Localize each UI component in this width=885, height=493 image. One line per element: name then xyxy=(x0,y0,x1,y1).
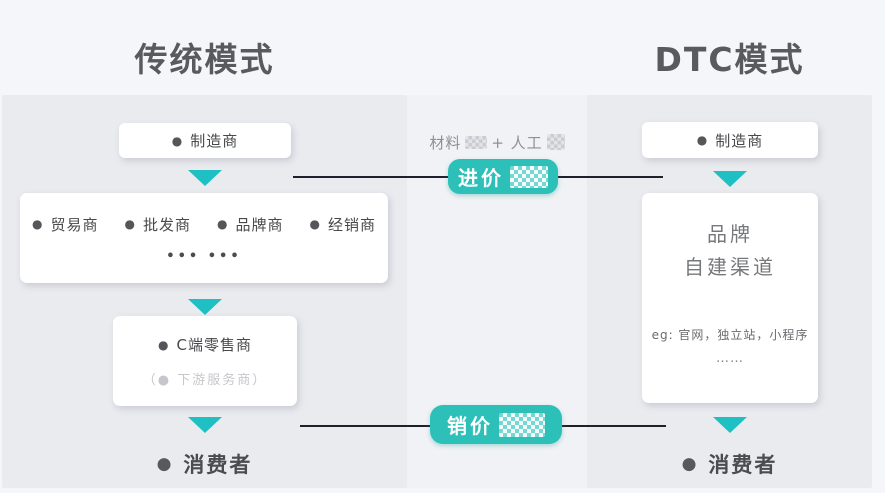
down-arrow-icon xyxy=(188,299,222,315)
middleman-label: 批发商 xyxy=(142,215,191,234)
middleman-item: ● 贸易商 xyxy=(32,214,99,235)
bullet-icon: ● xyxy=(158,337,169,352)
down-arrow-icon xyxy=(713,171,747,187)
bullet-icon: ● xyxy=(124,217,135,231)
traditional-manufacturer-card: ● 制造商 xyxy=(119,123,291,158)
sale-price-badge: 销价 xyxy=(430,405,562,444)
purchase-price-badge: 进价 xyxy=(448,159,558,194)
bullet-icon: ● xyxy=(171,133,183,148)
redacted-value-patch xyxy=(510,165,548,188)
channel-title-line1: 品牌 xyxy=(707,222,753,246)
channel-title-line2: 自建渠道 xyxy=(684,255,776,279)
bullet-icon: ● xyxy=(696,133,708,147)
traditional-middlemen-card: ● 贸易商 ● 批发商 ● 品牌商 ● 经销商 ••• ••• xyxy=(20,193,388,283)
cost-labor-label: + 人工 xyxy=(491,133,543,152)
middleman-item: ● 品牌商 xyxy=(217,214,284,235)
dtc-consumer: ● 消费者 xyxy=(587,448,872,480)
consumer-label: 消费者 xyxy=(708,453,778,477)
channel-title: 品牌 自建渠道 xyxy=(684,218,776,284)
traditional-title: 传统模式 xyxy=(134,40,275,79)
traditional-retailer-card: ● C端零售商 （● 下游服务商） xyxy=(113,316,297,406)
middleman-label: 贸易商 xyxy=(50,215,99,234)
retailer-subnote: （● 下游服务商） xyxy=(142,373,268,388)
retailer-label: C端零售商 xyxy=(176,336,252,354)
redacted-value-patch xyxy=(546,134,565,150)
cost-note: 材料 + 人工 xyxy=(397,131,597,153)
dtc-manufacturer-label: 制造商 xyxy=(715,131,764,150)
bullet-icon: ● xyxy=(309,217,320,231)
ellipsis-dots: ••• ••• xyxy=(166,248,242,264)
bullet-icon: ● xyxy=(217,217,228,231)
middleman-label: 经销商 xyxy=(327,215,376,234)
channel-ellipsis: …… xyxy=(716,351,744,366)
middleman-label: 品牌商 xyxy=(235,215,284,234)
purchase-badge-label: 进价 xyxy=(458,166,504,190)
traditional-manufacturer-label: 制造商 xyxy=(190,132,239,150)
bullet-icon: ● xyxy=(681,453,699,474)
redacted-value-patch xyxy=(499,412,545,437)
traditional-consumer: ● 消费者 xyxy=(2,448,407,480)
bullet-icon: ● xyxy=(32,217,43,231)
channel-examples: eg: 官网，独立站，小程序 xyxy=(651,328,809,342)
middleman-item: ● 批发商 xyxy=(125,214,192,235)
dtc-manufacturer-card: ● 制造商 xyxy=(642,122,818,158)
middleman-item: ● 经销商 xyxy=(310,214,377,235)
dtc-channel-card: 品牌 自建渠道 eg: 官网，独立站，小程序 …… xyxy=(642,193,818,403)
sale-badge-label: 销价 xyxy=(447,414,493,438)
cost-material-label: 材料 xyxy=(429,133,462,152)
down-arrow-icon xyxy=(713,417,747,433)
down-arrow-icon xyxy=(188,417,222,433)
down-arrow-icon xyxy=(188,170,222,186)
bullet-icon: ● xyxy=(156,453,174,474)
dtc-title: DTC模式 xyxy=(654,40,805,79)
consumer-label: 消费者 xyxy=(183,453,253,477)
redacted-value-patch xyxy=(465,135,488,149)
